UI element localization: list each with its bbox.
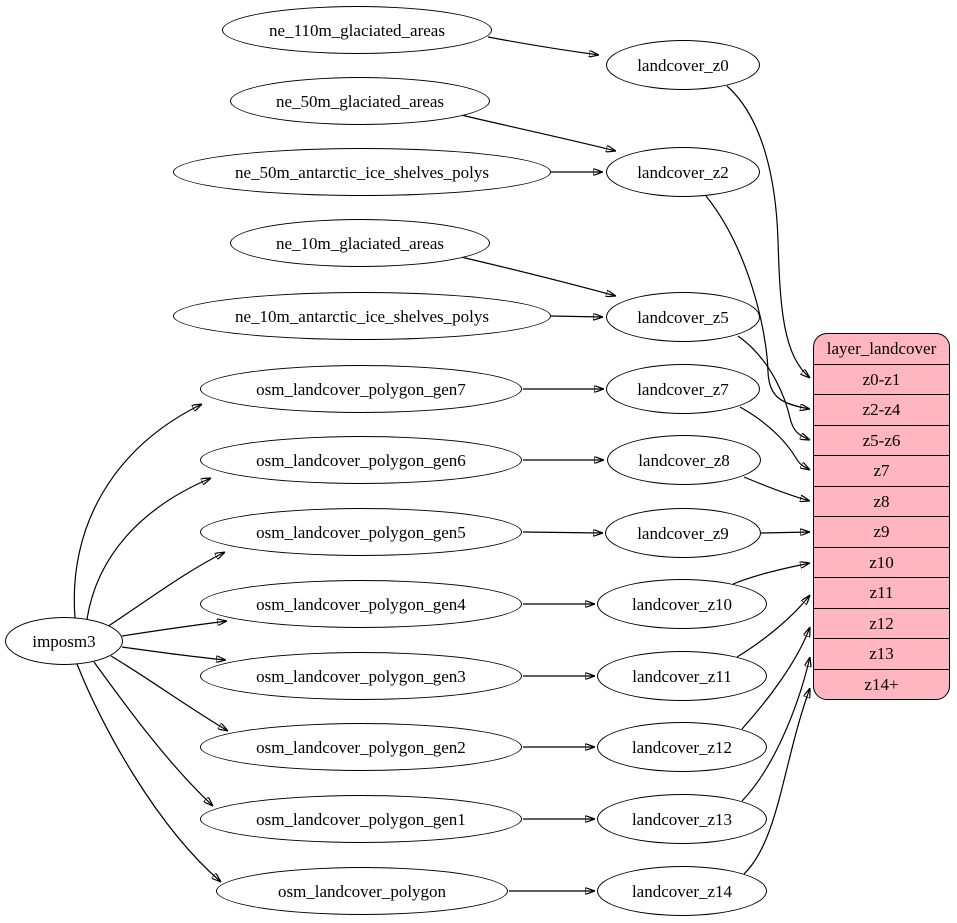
table-row-z12: z12: [814, 607, 949, 639]
node-ne_50m_glaciated_areas: ne_50m_glaciated_areas: [230, 77, 490, 125]
edge-imposm3-osm_landcover_polygon_gen6: [86, 478, 211, 620]
edge-imposm3-osm_landcover_polygon_gen5: [106, 552, 225, 628]
table-row-z11: z11: [814, 577, 949, 608]
node-ne_10m_glaciated_areas: ne_10m_glaciated_areas: [230, 219, 490, 267]
table-row-z10: z10: [814, 546, 949, 578]
edge-landcover_z14-row-z14plus: [743, 688, 810, 875]
edge-ne_10m_glaciated_areas-landcover_z5: [460, 256, 616, 296]
edge-landcover_z8-row-z8: [743, 476, 810, 501]
node-ne_110m_glaciated_areas: ne_110m_glaciated_areas: [222, 6, 492, 54]
node-osm_landcover_polygon_gen2: osm_landcover_polygon_gen2: [200, 723, 522, 771]
node-landcover_z10: landcover_z10: [597, 579, 767, 629]
table-row-z2-z4: z2-z4: [814, 394, 949, 425]
table-row-z0-z1: z0-z1: [814, 363, 949, 395]
edge-ne_10m_antarctic_ice_shelves_polys-landcover_z5: [550, 316, 603, 317]
edge-imposm3-osm_landcover_polygon: [76, 663, 221, 882]
table-row-z7: z7: [814, 455, 949, 486]
node-landcover_z14: landcover_z14: [597, 866, 767, 916]
node-osm_landcover_polygon_gen1: osm_landcover_polygon_gen1: [200, 795, 522, 843]
edge-landcover_z7-row-z7: [739, 406, 810, 470]
edge-landcover_z2-row-z2-z4: [705, 195, 810, 409]
node-landcover_z11: landcover_z11: [597, 651, 767, 701]
table-title: layer_landcover: [826, 339, 937, 359]
table-row-z8: z8: [814, 485, 949, 517]
edge-imposm3-osm_landcover_polygon_gen1: [93, 661, 213, 806]
node-osm_landcover_polygon_gen3: osm_landcover_polygon_gen3: [200, 652, 522, 700]
table-row-z9: z9: [814, 516, 949, 547]
node-imposm3: imposm3: [5, 617, 123, 665]
node-landcover_z2: landcover_z2: [606, 147, 760, 197]
edge-landcover_z12-row-z12: [741, 627, 810, 730]
edge-imposm3-osm_landcover_polygon_gen2: [110, 655, 228, 731]
edge-ne_50m_glaciated_areas-landcover_z2: [460, 114, 616, 151]
edge-landcover_z0-row-z0-z1: [726, 85, 810, 378]
node-osm_landcover_polygon_gen4: osm_landcover_polygon_gen4: [200, 580, 522, 628]
table-row-z13: z13: [814, 638, 949, 669]
node-osm_landcover_polygon_gen7: osm_landcover_polygon_gen7: [200, 365, 522, 413]
node-landcover_z9: landcover_z9: [605, 508, 761, 558]
table-row-z5-z6: z5-z6: [814, 424, 949, 456]
node-landcover_z13: landcover_z13: [597, 794, 767, 844]
node-landcover_z7: landcover_z7: [606, 364, 760, 414]
edge-ne_110m_glaciated_areas-landcover_z0: [487, 36, 599, 55]
node-landcover_z12: landcover_z12: [597, 722, 767, 772]
edge-landcover_z9-row-z9: [760, 532, 810, 533]
edge-landcover_z11-row-z11: [736, 595, 810, 658]
edge-osm_landcover_polygon_gen5-landcover_z9: [522, 532, 603, 533]
node-landcover_z8: landcover_z8: [607, 435, 761, 485]
edge-imposm3-osm_landcover_polygon_gen3: [121, 646, 226, 660]
node-osm_landcover_polygon_gen5: osm_landcover_polygon_gen5: [200, 508, 522, 556]
table-layer-landcover: layer_landcover z0-z1 z2-z4 z5-z6 z7 z8 …: [813, 333, 950, 700]
node-landcover_z5: landcover_z5: [606, 292, 760, 342]
edge-landcover_z5-row-z5-z6: [737, 335, 810, 440]
node-ne_10m_antarctic_ice_shelves_polys: ne_10m_antarctic_ice_shelves_polys: [173, 292, 551, 340]
node-landcover_z0: landcover_z0: [606, 40, 760, 90]
node-osm_landcover_polygon: osm_landcover_polygon: [216, 867, 508, 915]
table-row-z14plus: z14+: [814, 668, 949, 700]
edge-imposm3-osm_landcover_polygon_gen4: [121, 621, 227, 637]
edge-imposm3-osm_landcover_polygon_gen7: [73, 404, 202, 619]
edge-landcover_z13-row-z13: [741, 657, 810, 802]
edge-landcover_z10-row-z10: [732, 563, 810, 585]
node-osm_landcover_polygon_gen6: osm_landcover_polygon_gen6: [200, 436, 522, 484]
node-ne_50m_antarctic_ice_shelves_polys: ne_50m_antarctic_ice_shelves_polys: [173, 148, 551, 196]
